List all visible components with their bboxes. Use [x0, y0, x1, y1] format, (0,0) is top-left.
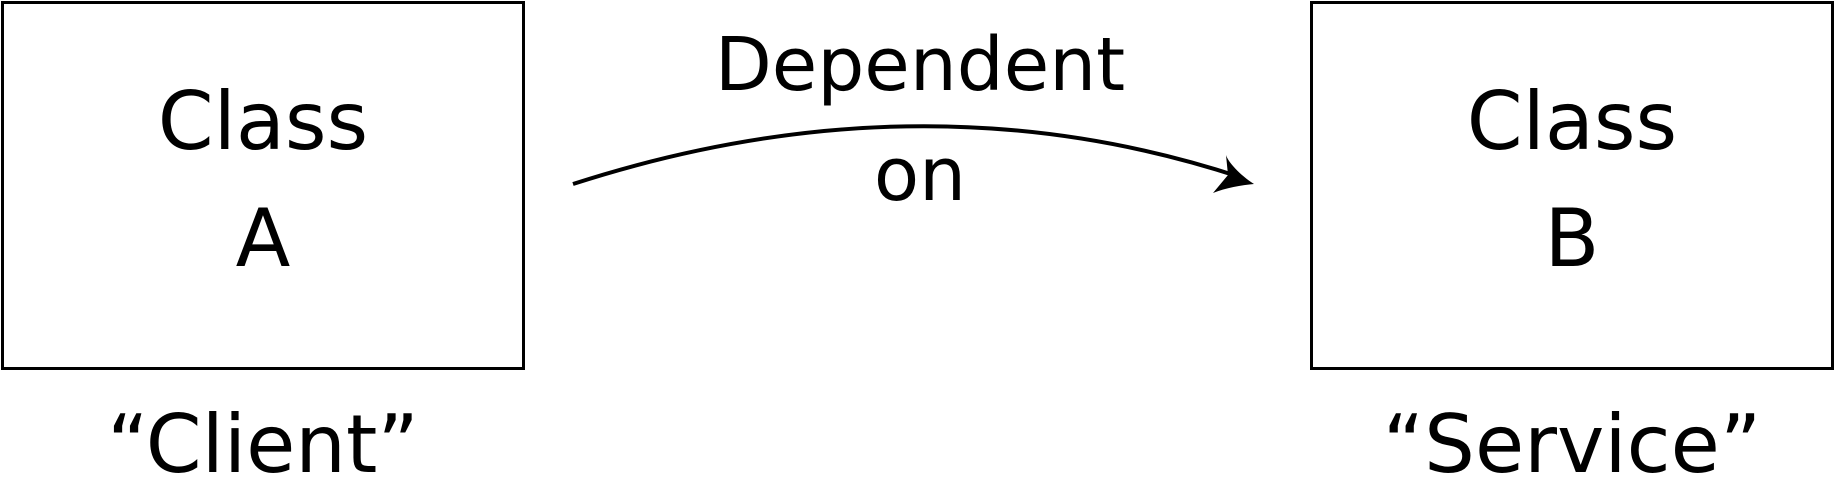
class-b-box: Class B	[1310, 1, 1834, 370]
class-b-letter: B	[1544, 192, 1600, 285]
service-caption: “Service”	[1382, 398, 1762, 491]
class-a-title: Class	[157, 75, 369, 168]
client-caption: “Client”	[107, 398, 419, 491]
class-a-box: Class A	[1, 1, 525, 370]
class-b-title: Class	[1466, 75, 1678, 168]
dependency-label-line1: Dependent	[714, 22, 1126, 108]
dependency-label-line2: on	[873, 132, 967, 218]
class-a-letter: A	[235, 192, 291, 285]
